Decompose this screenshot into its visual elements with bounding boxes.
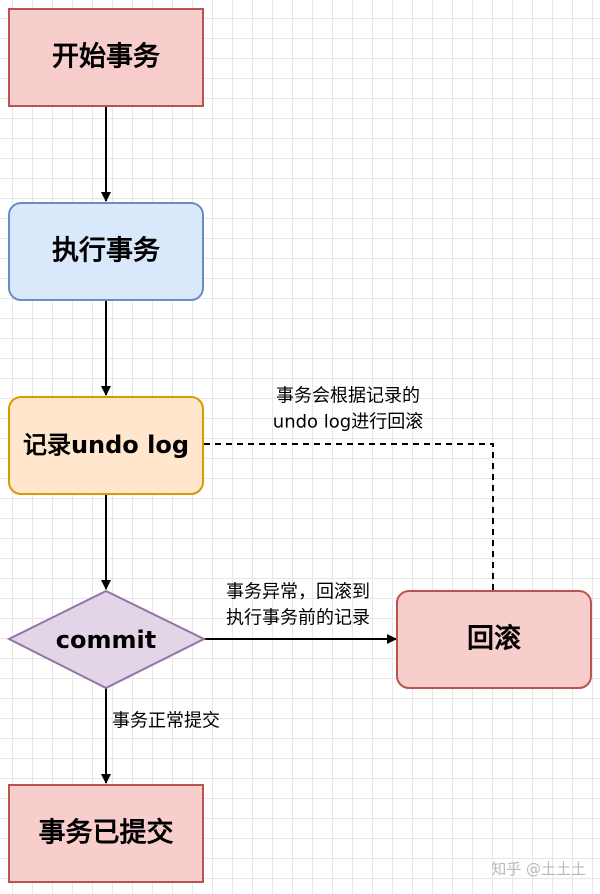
node-execute-shape xyxy=(8,202,204,301)
node-undo-log-shape xyxy=(8,396,204,495)
node-rollback-shape xyxy=(396,590,592,689)
node-committed-shape xyxy=(8,784,204,883)
node-execute-label: 执行事务 xyxy=(52,235,160,267)
dashed-undo-log-to-rollback xyxy=(204,443,494,590)
edge-label-commit-rollback-line1: 事务异常，回滚到 xyxy=(226,582,370,603)
edge-label-commit-committed: 事务正常提交 xyxy=(112,711,220,732)
node-rollback: 回滚 xyxy=(396,590,592,689)
watermark: 知乎 @土土土 xyxy=(491,860,586,878)
node-committed-label: 事务已提交 xyxy=(39,817,174,849)
edge-label-commit-rollback-line2: 执行事务前的记录 xyxy=(226,608,370,629)
node-commit: commit xyxy=(6,589,207,690)
node-commit-label: commit xyxy=(56,626,156,654)
node-execute: 执行事务 xyxy=(8,202,204,301)
node-start: 开始事务 xyxy=(8,8,204,107)
node-undo-log: 记录undo log xyxy=(8,396,204,495)
node-start-label: 开始事务 xyxy=(52,41,160,73)
node-start-shape xyxy=(8,8,204,107)
node-commit-shape xyxy=(6,589,207,690)
edge-label-undo-rollback-line1: 事务会根据记录的 xyxy=(276,386,420,407)
edge-label-undo-rollback-line2: undo log进行回滚 xyxy=(273,412,423,433)
node-committed: 事务已提交 xyxy=(8,784,204,883)
node-rollback-label: 回滚 xyxy=(467,623,521,655)
node-undo-log-label: 记录undo log xyxy=(23,431,189,459)
